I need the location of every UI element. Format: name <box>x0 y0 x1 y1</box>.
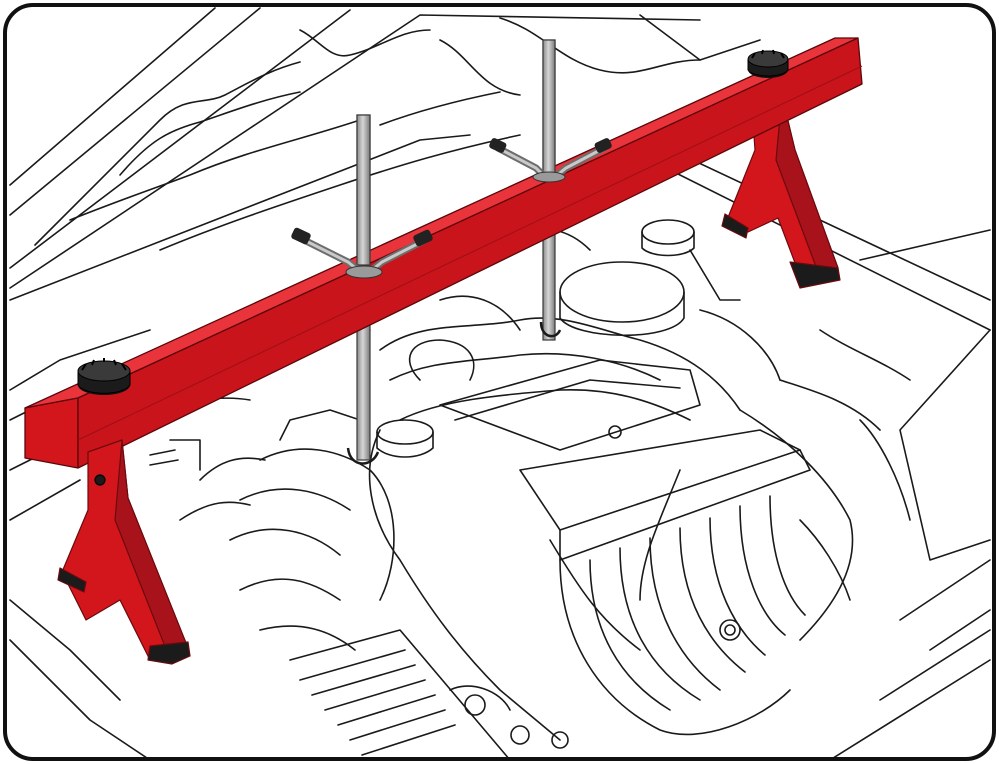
body-edges <box>9 139 991 759</box>
support-beam <box>24 37 863 469</box>
left-stand <box>57 439 191 665</box>
right-adjust-knob <box>747 49 789 78</box>
left-wing-handle <box>291 114 433 279</box>
left-adjust-knob <box>77 358 131 395</box>
engine-bay-line-art <box>9 7 991 759</box>
radiator-grille <box>289 629 569 759</box>
right-wing-handle <box>489 39 612 183</box>
engine-block <box>149 228 911 741</box>
hood-panel <box>9 7 761 301</box>
air-filter <box>559 219 741 337</box>
right-stand <box>721 95 841 289</box>
frame-border <box>3 3 996 761</box>
